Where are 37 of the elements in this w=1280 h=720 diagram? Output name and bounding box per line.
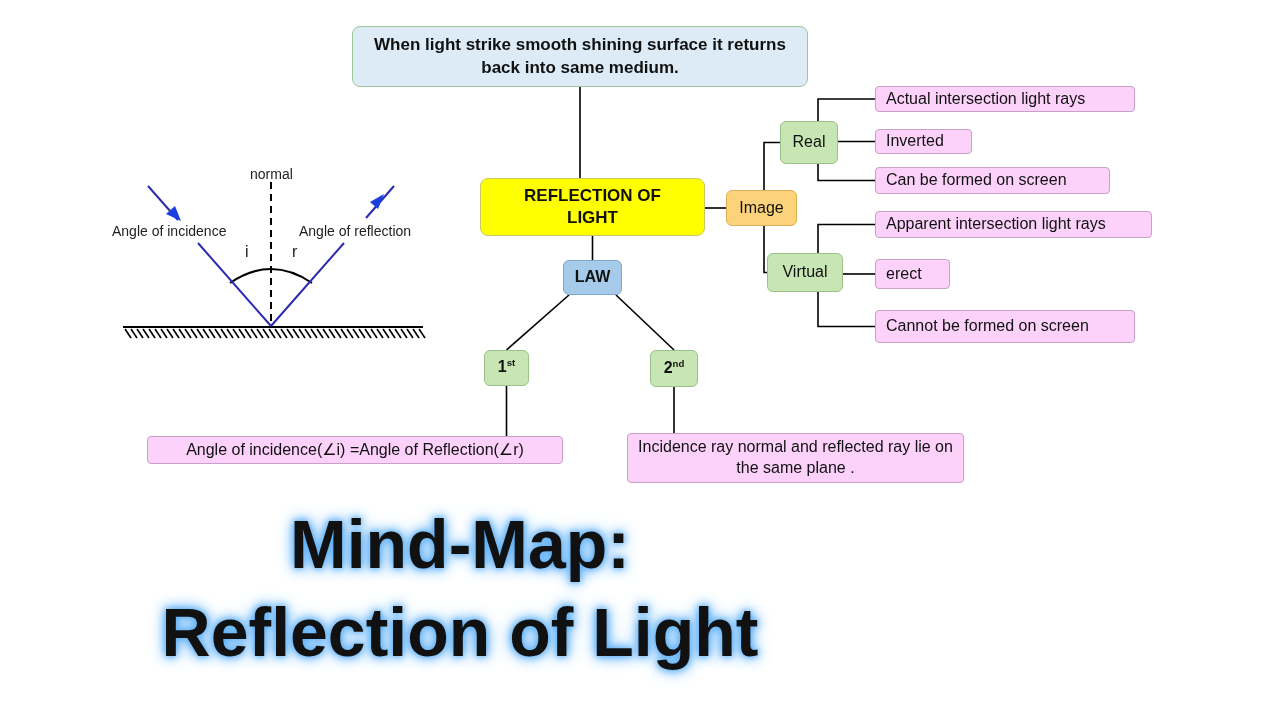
topic-box: When light strike smooth shining surface it returns back into same medium.	[352, 26, 808, 87]
normal-label: normal	[250, 166, 293, 182]
connector-line	[817, 163, 876, 182]
topic-box: LAW	[563, 260, 622, 295]
topic-box: erect	[875, 259, 950, 289]
connector-line	[842, 273, 876, 275]
title: Mind-Map: Reflection of Light	[160, 505, 760, 673]
connector-line	[704, 207, 727, 209]
angle-label: Angle of incidence	[112, 223, 227, 239]
topic-box: 1$^{st}$	[484, 350, 529, 386]
connector-line	[591, 235, 594, 261]
connector-line	[817, 223, 876, 254]
topic-box: REFLECTION OF LIGHT	[480, 178, 705, 236]
connector-line	[673, 386, 675, 434]
connector-line	[763, 141, 781, 191]
connector-line	[817, 98, 876, 122]
connector-line	[579, 86, 581, 179]
topic-box: Inverted	[875, 129, 972, 154]
topic-box: Virtual	[767, 253, 843, 292]
topic-box: Real	[780, 121, 838, 164]
topic-box: Incidence ray normal and reflected ray lie on the same plane .	[627, 433, 964, 483]
connector-line	[817, 291, 876, 328]
angle-label: Angle of reflection	[299, 223, 412, 239]
connector-line	[763, 225, 768, 274]
connector-line	[615, 294, 675, 351]
connector-line	[505, 294, 570, 351]
topic-box: Image	[726, 190, 797, 226]
angle-symbol: r	[292, 243, 298, 261]
connector-line	[505, 385, 508, 437]
topic-box: Actual intersection light rays	[875, 86, 1135, 112]
topic-box: Angle of incidence(∠i) =Angle of Reflection(∠r)	[147, 436, 563, 464]
angle-symbol: i	[245, 243, 249, 261]
topic-box: Apparent intersection light rays	[875, 211, 1152, 238]
connector-line	[837, 140, 876, 143]
topic-box: Can be formed on screen	[875, 167, 1110, 194]
topic-box: 2$^{nd}$	[650, 350, 698, 387]
topic-box: Cannot be formed on screen	[875, 310, 1135, 343]
